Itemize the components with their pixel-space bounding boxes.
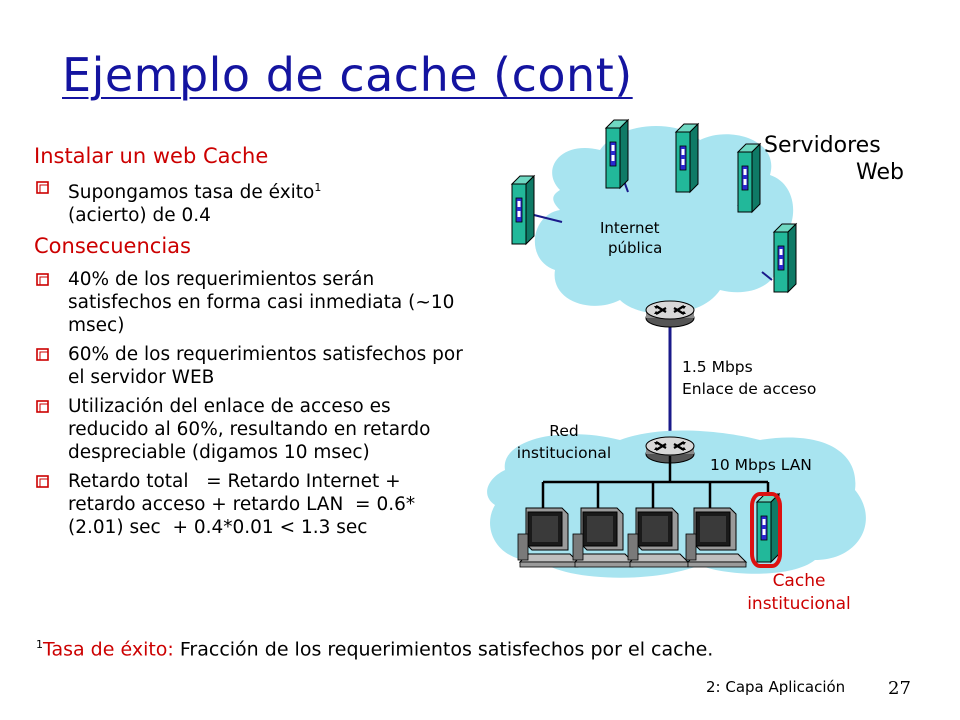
internet-cloud [534, 126, 794, 314]
bullet-list-consequences: 40% de los requerimientos serán satisfec… [34, 268, 464, 545]
heading-consequences: Consecuencias [34, 234, 191, 258]
web-server-icon [605, 119, 629, 189]
slide-title: Ejemplo de cache (cont) [62, 48, 633, 102]
bullet-text: Supongamos tasa de éxito [68, 182, 315, 204]
bullet-text: 40% de los requerimientos serán satisfec… [68, 269, 455, 336]
heading-install-cache: Instalar un web Cache [34, 144, 269, 168]
internet-label-line1: Internet [600, 219, 660, 237]
bullet-text-cont: (acierto) de 0.4 [68, 205, 211, 227]
servers-label: Servidores Web [764, 132, 904, 186]
lan-label: 10 Mbps LAN [710, 456, 812, 474]
router-icon [644, 299, 696, 329]
bullet-box-icon [36, 400, 49, 413]
bullet-item: Retardo total = Retardo Internet + retar… [34, 470, 464, 539]
bullet-sup: 1 [314, 181, 322, 194]
footer-chapter: 2: Capa Aplicación [706, 678, 846, 696]
cache-label-line1: Cache [772, 571, 826, 591]
web-server-icon [773, 223, 797, 293]
cache-label-line2: institucional [747, 594, 851, 614]
bullet-box-icon [36, 273, 49, 286]
cache-label: Cache institucional [724, 570, 874, 616]
web-server-icon [511, 175, 535, 245]
bullet-box-icon [36, 181, 49, 194]
web-server-icon [737, 143, 761, 213]
bullet-item: 60% de los requerimientos satisfechos po… [34, 343, 464, 389]
internet-label-line2: pública [608, 239, 663, 257]
footnote: 1Tasa de éxito: Fracción de los requerim… [36, 638, 713, 660]
bullet-text: Retardo total = Retardo Internet + retar… [68, 471, 416, 538]
access-link-label: 1.5 Mbps Enlace de acceso [682, 356, 816, 400]
bullet-item: 40% de los requerimientos serán satisfec… [34, 268, 464, 337]
bullet-text: 60% de los requerimientos satisfechos po… [68, 344, 463, 388]
servers-label-line2: Web [856, 160, 904, 185]
servers-label-line1: Servidores [764, 133, 881, 158]
bullet-item: Supongamos tasa de éxito1 (acierto) de 0… [34, 176, 464, 227]
cache-highlight-ring [750, 492, 782, 568]
footnote-marker: 1 [36, 638, 43, 651]
cache-server-icon [756, 493, 780, 563]
bullet-item: Utilización del enlace de acceso es redu… [34, 395, 464, 464]
footnote-term: Tasa de éxito: [43, 638, 174, 661]
access-link-speed: 1.5 Mbps [682, 358, 753, 376]
bullet-list-install: Supongamos tasa de éxito1 (acierto) de 0… [34, 176, 464, 233]
bullet-box-icon [36, 348, 49, 361]
internet-label: Internet pública [600, 218, 662, 258]
bullet-text: Utilización del enlace de acceso es redu… [68, 396, 431, 463]
page-number: 27 [888, 678, 911, 699]
web-server-icon [675, 123, 699, 193]
institutional-network-label: Red institucional [500, 420, 628, 464]
bullet-box-icon [36, 475, 49, 488]
institutional-network-line2: institucional [516, 444, 612, 462]
institutional-network-line1: Red [549, 422, 579, 440]
footnote-text: Fracción de los requerimientos satisfech… [173, 638, 714, 661]
access-link-name: Enlace de acceso [682, 380, 817, 398]
